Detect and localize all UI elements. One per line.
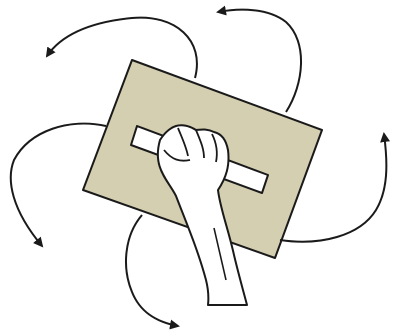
arrow-bottom — [126, 215, 178, 326]
arrow-top-left — [47, 18, 197, 78]
